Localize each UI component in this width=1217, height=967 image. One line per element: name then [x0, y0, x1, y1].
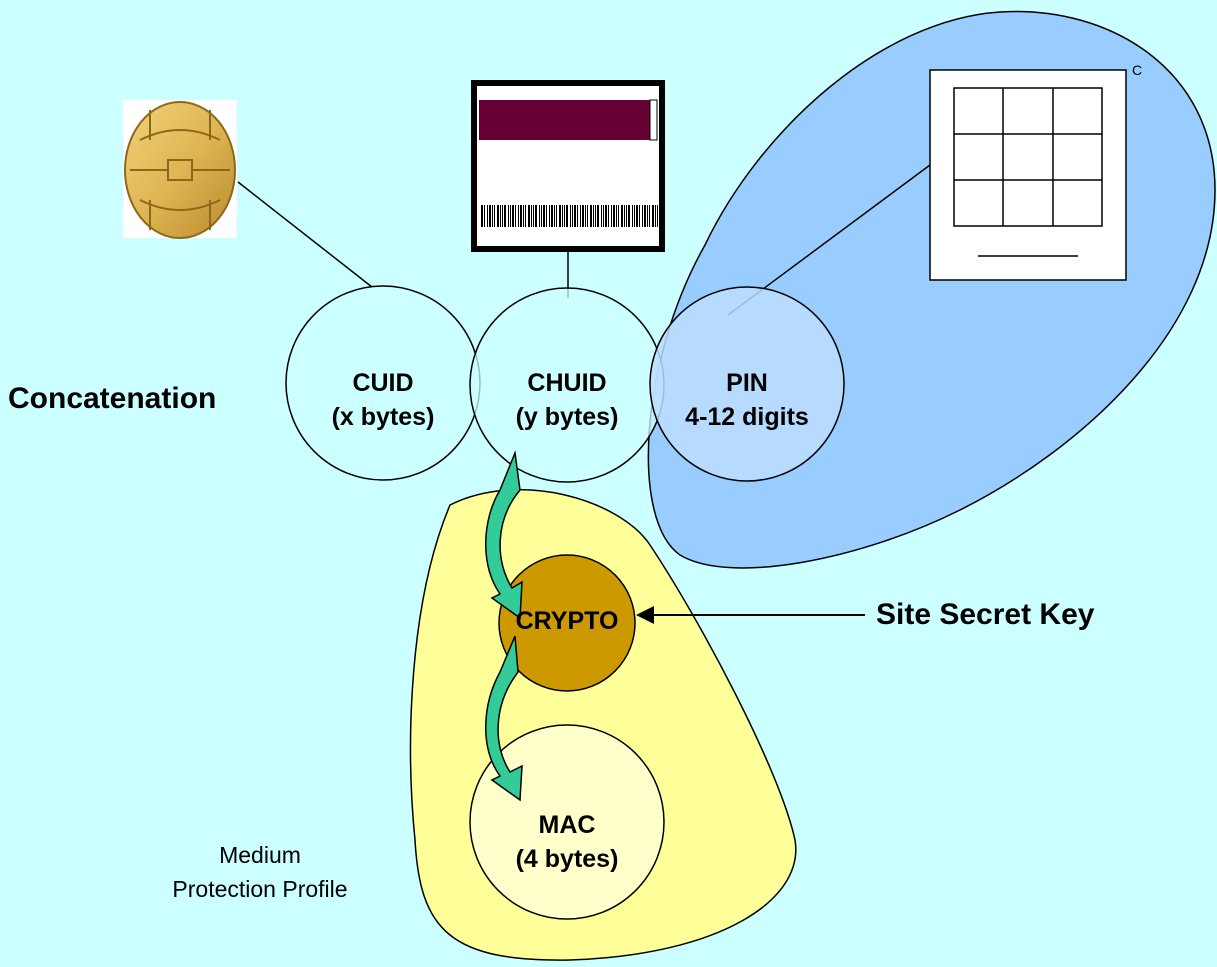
pin-label-line2: 4-12 digits: [685, 403, 809, 431]
pin-label-line1: PIN: [726, 369, 768, 397]
chip-connector: [237, 181, 387, 299]
cuid-label-line1: CUID: [352, 369, 414, 397]
mac-label-line2: (4 bytes): [515, 845, 619, 873]
key-arrow-head: [636, 606, 654, 624]
profile-label: Medium Protection Profile: [150, 838, 370, 906]
cuid-label-line2: (x bytes): [331, 403, 435, 431]
pin-label: PIN 4-12 digits: [662, 366, 832, 434]
chuid-label-line2: (y bytes): [515, 403, 619, 431]
concatenation-label: Concatenation: [8, 382, 217, 415]
mac-label: MAC (4 bytes): [497, 808, 637, 876]
id-card-icon: [471, 80, 665, 252]
chuid-label: CHUID (y bytes): [497, 366, 637, 434]
pin-circle: [649, 286, 845, 482]
crypto-circle: [498, 554, 636, 692]
profile-label-line2: Protection Profile: [172, 876, 348, 902]
cuid-label: CUID (x bytes): [313, 366, 453, 434]
smart-chip-icon: [123, 100, 237, 239]
chuid-label-line1: CHUID: [527, 369, 607, 397]
site-secret-key-label: Site Secret Key: [876, 598, 1095, 631]
curved-arrow-icon: [485, 635, 523, 802]
curved-arrow-icon: [485, 450, 523, 620]
pin-pad-icon: [929, 69, 1127, 281]
crypto-label: CRYPTO: [515, 607, 619, 635]
profile-label-line1: Medium: [219, 842, 301, 868]
pinpad-corner-label: C: [1132, 62, 1143, 78]
mac-label-line1: MAC: [538, 811, 596, 839]
